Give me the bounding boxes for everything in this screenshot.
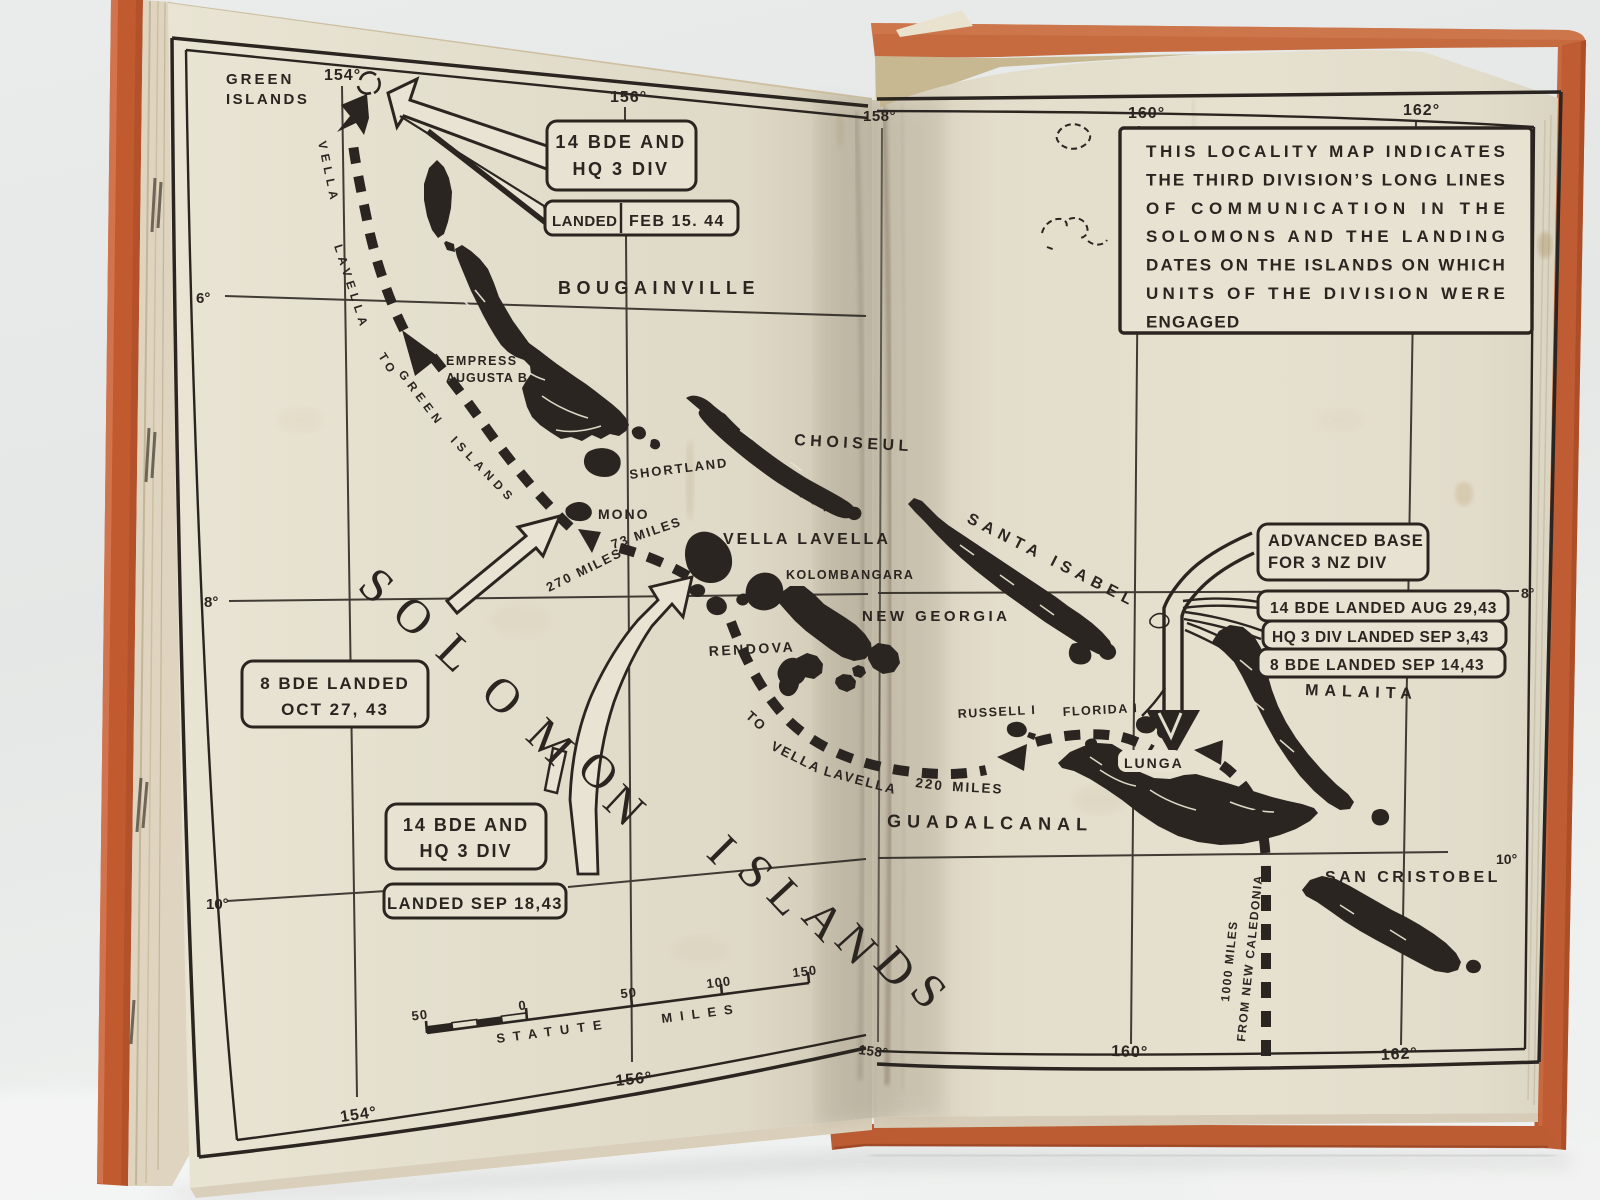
svg-text:SOLOMONS AND THE LANDING: SOLOMONS AND THE LANDING: [1146, 227, 1506, 246]
svg-text:8°: 8°: [1521, 585, 1534, 601]
svg-text:OF COMMUNICATION IN THE: OF COMMUNICATION IN THE: [1146, 199, 1506, 218]
svg-text:14 BDE AND: 14 BDE AND: [555, 132, 686, 152]
svg-text:ISLANDS: ISLANDS: [226, 91, 309, 108]
svg-text:UNITS OF THE DIVISION WERE: UNITS OF THE DIVISION WERE: [1146, 284, 1506, 303]
svg-text:SAN CRISTOBEL: SAN CRISTOBEL: [1325, 869, 1501, 886]
svg-text:GREEN: GREEN: [226, 71, 294, 88]
svg-text:FOR 3 NZ DIV: FOR 3 NZ DIV: [1268, 554, 1387, 572]
svg-text:AUGUSTA B: AUGUSTA B: [446, 371, 528, 385]
svg-text:50: 50: [411, 1007, 429, 1024]
svg-text:160°: 160°: [1128, 105, 1165, 122]
svg-text:220: 220: [915, 775, 945, 793]
svg-text:154°: 154°: [324, 67, 361, 84]
svg-text:MILES: MILES: [952, 779, 1004, 797]
svg-text:160°: 160°: [1111, 1043, 1149, 1061]
svg-text:CHOISEUL: CHOISEUL: [794, 432, 913, 455]
svg-text:KOLOMBANGARA: KOLOMBANGARA: [786, 568, 914, 582]
svg-text:LUNGA: LUNGA: [1124, 755, 1184, 771]
svg-text:LANDED SEP 18,43: LANDED SEP 18,43: [387, 895, 563, 913]
svg-text:OCT 27, 43: OCT 27, 43: [281, 700, 389, 719]
svg-text:10°: 10°: [1496, 851, 1517, 867]
svg-text:NEW GEORGIA: NEW GEORGIA: [862, 608, 1011, 625]
svg-text:VELLA LAVELLA: VELLA LAVELLA: [723, 531, 891, 548]
svg-text:158°: 158°: [863, 108, 896, 125]
svg-text:ADVANCED BASE: ADVANCED BASE: [1268, 532, 1424, 550]
svg-text:50: 50: [620, 984, 638, 1001]
svg-text:DATES ON THE ISLANDS ON WHICH: DATES ON THE ISLANDS ON WHICH: [1146, 256, 1506, 275]
svg-text:10°: 10°: [206, 896, 229, 913]
svg-text:EMPRESS: EMPRESS: [446, 354, 518, 368]
svg-text:8 BDE LANDED SEP 14,43: 8 BDE LANDED SEP 14,43: [1270, 657, 1485, 674]
svg-text:LANDED: LANDED: [552, 213, 618, 230]
svg-text:ENGAGED: ENGAGED: [1146, 312, 1240, 331]
svg-text:MALAITA: MALAITA: [1305, 682, 1418, 703]
svg-text:154°: 154°: [339, 1104, 378, 1126]
svg-text:156°: 156°: [610, 89, 647, 106]
svg-text:150: 150: [792, 962, 818, 980]
svg-text:THE THIRD DIVISIONʼS LONG LINE: THE THIRD DIVISIONʼS LONG LINES: [1146, 170, 1506, 189]
svg-text:FLORIDA I: FLORIDA I: [1062, 701, 1138, 719]
svg-text:HQ 3 DIV: HQ 3 DIV: [572, 159, 669, 179]
svg-text:BOUGAINVILLE: BOUGAINVILLE: [558, 278, 760, 298]
svg-text:14 BDE AND: 14 BDE AND: [403, 815, 529, 835]
svg-text:0: 0: [518, 997, 528, 1013]
svg-text:HQ 3 DIV LANDED SEP 3,43: HQ 3 DIV LANDED SEP 3,43: [1272, 629, 1489, 646]
svg-text:MONO: MONO: [598, 506, 650, 522]
svg-text:RENDOVA: RENDOVA: [708, 638, 795, 659]
svg-text:8°: 8°: [204, 594, 218, 611]
svg-text:156°: 156°: [615, 1069, 654, 1090]
svg-text:FEB 15. 44: FEB 15. 44: [629, 213, 725, 230]
svg-text:6°: 6°: [196, 290, 210, 307]
svg-text:GUADALCANAL: GUADALCANAL: [887, 811, 1093, 835]
svg-text:RUSSELL I: RUSSELL I: [957, 703, 1036, 721]
svg-text:8 BDE LANDED: 8 BDE LANDED: [260, 674, 410, 693]
svg-text:162°: 162°: [1403, 102, 1440, 119]
svg-text:14 BDE LANDED AUG 29,43: 14 BDE LANDED AUG 29,43: [1270, 600, 1497, 617]
svg-text:162°: 162°: [1380, 1045, 1418, 1064]
svg-text:HQ 3 DIV: HQ 3 DIV: [419, 841, 512, 861]
svg-text:THIS LOCALITY MAP INDICATES: THIS LOCALITY MAP INDICATES: [1146, 142, 1506, 161]
svg-text:100: 100: [706, 973, 732, 991]
svg-text:158°: 158°: [858, 1042, 890, 1061]
